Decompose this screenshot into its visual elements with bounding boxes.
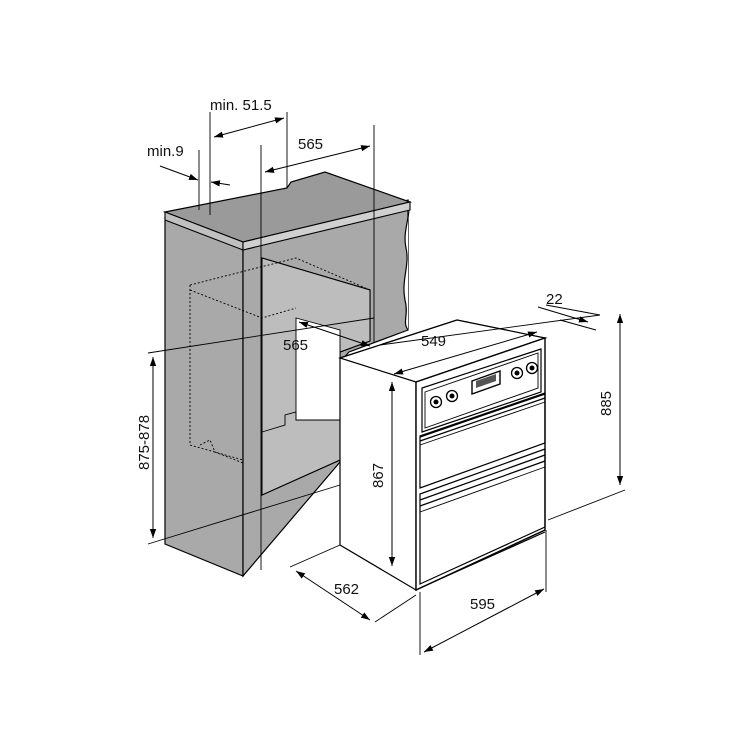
arrow-565-inner bbox=[298, 321, 371, 347]
arrow-549 bbox=[393, 331, 538, 375]
arrow-595 bbox=[423, 588, 545, 653]
oven-upper-door bbox=[419, 392, 546, 489]
knob-4-icon bbox=[525, 361, 539, 375]
oven bbox=[338, 319, 548, 592]
label-22: 22 bbox=[546, 291, 563, 308]
label-549: 549 bbox=[421, 333, 446, 350]
label-867: 867 bbox=[370, 463, 387, 488]
label-875-878: 875-878 bbox=[136, 415, 153, 470]
arrow-min-9-in bbox=[159, 165, 199, 181]
knob-3-icon bbox=[510, 366, 524, 380]
label-562: 562 bbox=[334, 581, 359, 598]
arrow-565-top bbox=[264, 145, 371, 173]
cabinet-break bbox=[403, 199, 410, 331]
oven-front bbox=[415, 337, 546, 592]
label-595: 595 bbox=[470, 596, 495, 613]
oven-lower-door bbox=[419, 448, 546, 585]
hidden-edge-left bbox=[189, 285, 244, 461]
arrow-min-9-out bbox=[210, 180, 231, 187]
label-565-top: 565 bbox=[298, 136, 323, 153]
cabinet-left-panel bbox=[164, 217, 244, 577]
dimension-arrows bbox=[149, 117, 624, 653]
cabinet bbox=[164, 199, 410, 578]
label-885: 885 bbox=[598, 391, 615, 416]
label-min-51-5: min. 51.5 bbox=[210, 97, 272, 114]
hidden-edge-upper bbox=[189, 257, 371, 291]
label-565-inner: 565 bbox=[283, 337, 308, 354]
knob-1-icon bbox=[429, 395, 443, 409]
knob-2-icon bbox=[445, 389, 459, 403]
label-min-9: min.9 bbox=[147, 143, 184, 160]
worktop-right-edge bbox=[242, 201, 411, 251]
dimension-labels: min. 51.5 min.9 565 565 549 22 562 595 8… bbox=[136, 97, 615, 613]
arrow-562 bbox=[295, 570, 371, 621]
arrow-min-51-5 bbox=[213, 117, 285, 138]
arrow-22 bbox=[537, 306, 589, 323]
